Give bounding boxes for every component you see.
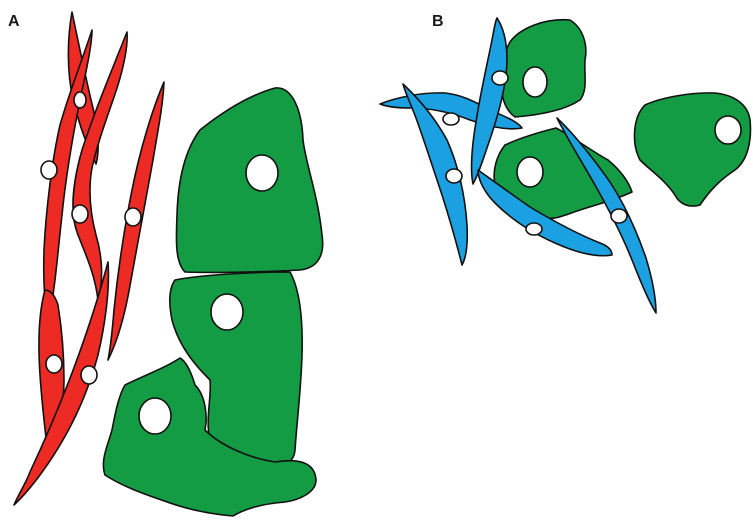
nucleus-b-epi-1 bbox=[523, 67, 547, 97]
nucleus-a-epi-3 bbox=[139, 398, 171, 434]
nucleus-a-fib-5 bbox=[46, 355, 62, 373]
nucleus-b-fib-5 bbox=[611, 209, 627, 223]
epithelial-cell-b1 bbox=[502, 20, 586, 117]
nucleus-a-fib-3 bbox=[72, 205, 88, 223]
panel-b bbox=[380, 18, 750, 313]
nucleus-a-epi-2 bbox=[211, 294, 243, 330]
nucleus-a-fib-1 bbox=[74, 92, 86, 108]
nucleus-b-epi-2 bbox=[517, 157, 543, 187]
nucleus-b-fib-2 bbox=[492, 71, 508, 85]
panel-a bbox=[14, 12, 323, 516]
epithelial-cell-b3 bbox=[635, 93, 751, 206]
nucleus-a-epi-1 bbox=[246, 155, 278, 191]
nucleus-b-fib-3 bbox=[446, 169, 462, 183]
panel-b-epithelial-cells bbox=[494, 20, 750, 219]
nucleus-b-fib-1 bbox=[443, 113, 459, 125]
nucleus-a-fib-6 bbox=[81, 366, 97, 384]
nucleus-b-epi-3 bbox=[715, 116, 741, 144]
nucleus-b-fib-4 bbox=[526, 223, 542, 235]
nucleus-a-fib-2 bbox=[41, 161, 57, 179]
nucleus-a-fib-4 bbox=[125, 208, 141, 226]
